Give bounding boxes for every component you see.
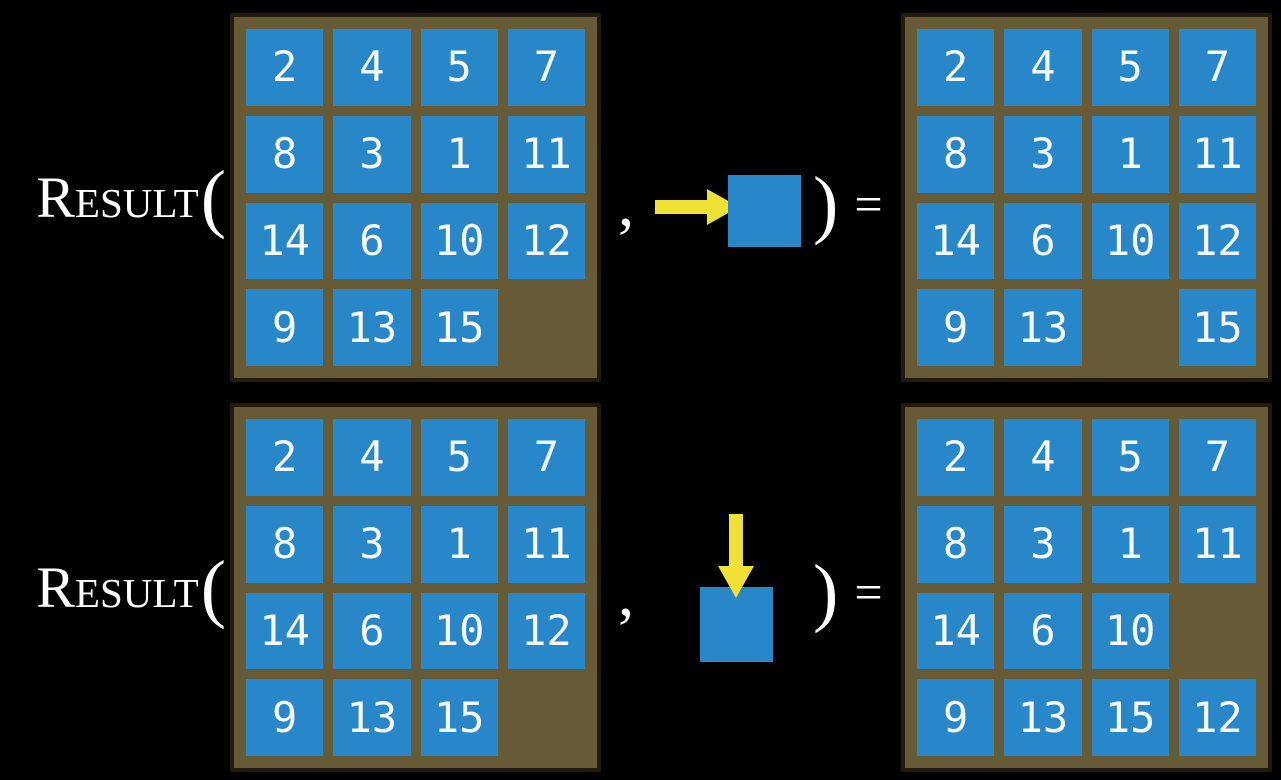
comma: , xyxy=(618,168,634,239)
tile-12: 12 xyxy=(1178,679,1256,756)
tile-7: 7 xyxy=(507,29,585,106)
tile-15: 15 xyxy=(420,679,498,756)
tile-14: 14 xyxy=(246,202,324,280)
close-paren-equals: ) = xyxy=(813,550,883,634)
tile-5: 5 xyxy=(1091,419,1169,496)
tile-12: 12 xyxy=(507,592,585,670)
tile-6: 6 xyxy=(333,202,411,280)
tile-15: 15 xyxy=(420,289,498,366)
tile-2: 2 xyxy=(246,29,324,106)
arrow-right-icon xyxy=(655,189,739,225)
open-paren: ( xyxy=(200,545,226,630)
tile-12: 12 xyxy=(507,202,585,280)
tile-3: 3 xyxy=(333,115,411,193)
tile-15: 15 xyxy=(1091,679,1169,756)
tile-3: 3 xyxy=(333,505,411,583)
tile-4: 4 xyxy=(333,419,411,496)
equals-sign: = xyxy=(854,564,883,620)
tile-7: 7 xyxy=(507,419,585,496)
tile-1: 1 xyxy=(1091,505,1169,583)
tile-8: 8 xyxy=(917,505,995,583)
tile-4: 4 xyxy=(1004,29,1082,106)
tile-13: 13 xyxy=(333,289,411,366)
tile-6: 6 xyxy=(333,592,411,670)
tile-14: 14 xyxy=(917,202,995,280)
open-paren: ( xyxy=(200,155,226,240)
function-name: Result xyxy=(36,164,199,230)
tile-4: 4 xyxy=(1004,419,1082,496)
tile-13: 13 xyxy=(1004,679,1082,756)
empty-cell xyxy=(1092,289,1169,366)
close-paren: ) xyxy=(813,550,839,634)
tile-4: 4 xyxy=(333,29,411,106)
tile-2: 2 xyxy=(917,419,995,496)
tile-5: 5 xyxy=(420,419,498,496)
result-label: Result( xyxy=(0,403,226,772)
tile-9: 9 xyxy=(246,679,324,756)
tile-5: 5 xyxy=(420,29,498,106)
tile-6: 6 xyxy=(1004,202,1082,280)
tile-12: 12 xyxy=(1178,202,1256,280)
tile-3: 3 xyxy=(1004,115,1082,193)
function-name: Result xyxy=(36,554,199,620)
tile-10: 10 xyxy=(1091,592,1169,670)
tile-7: 7 xyxy=(1178,29,1256,106)
tile-7: 7 xyxy=(1178,419,1256,496)
arrow-down-icon xyxy=(718,514,754,598)
tile-10: 10 xyxy=(1091,202,1169,280)
tile-11: 11 xyxy=(1178,505,1256,583)
tile-10: 10 xyxy=(420,202,498,280)
tile-6: 6 xyxy=(1004,592,1082,670)
tile-11: 11 xyxy=(1178,115,1256,193)
tile-2: 2 xyxy=(917,29,995,106)
action-tile xyxy=(700,587,773,662)
tile-13: 13 xyxy=(1004,289,1082,366)
tile-8: 8 xyxy=(917,115,995,193)
action-tile xyxy=(728,175,801,247)
close-paren: ) xyxy=(813,162,839,246)
tile-14: 14 xyxy=(917,592,995,670)
tile-9: 9 xyxy=(246,289,324,366)
tile-11: 11 xyxy=(507,505,585,583)
tile-13: 13 xyxy=(333,679,411,756)
empty-cell xyxy=(508,289,585,366)
tile-1: 1 xyxy=(420,505,498,583)
tile-1: 1 xyxy=(1091,115,1169,193)
result-label: Result( xyxy=(0,13,226,382)
tile-8: 8 xyxy=(246,115,324,193)
tile-10: 10 xyxy=(420,592,498,670)
tile-2: 2 xyxy=(246,419,324,496)
tile-9: 9 xyxy=(917,679,995,756)
tile-3: 3 xyxy=(1004,505,1082,583)
tile-11: 11 xyxy=(507,115,585,193)
tile-1: 1 xyxy=(420,115,498,193)
close-paren-equals: ) = xyxy=(813,162,883,246)
equals-sign: = xyxy=(854,176,883,232)
tile-15: 15 xyxy=(1178,289,1256,366)
comma: , xyxy=(618,558,634,629)
empty-cell xyxy=(508,679,585,756)
tile-9: 9 xyxy=(917,289,995,366)
tile-8: 8 xyxy=(246,505,324,583)
tile-5: 5 xyxy=(1091,29,1169,106)
empty-cell xyxy=(1179,593,1256,670)
tile-14: 14 xyxy=(246,592,324,670)
